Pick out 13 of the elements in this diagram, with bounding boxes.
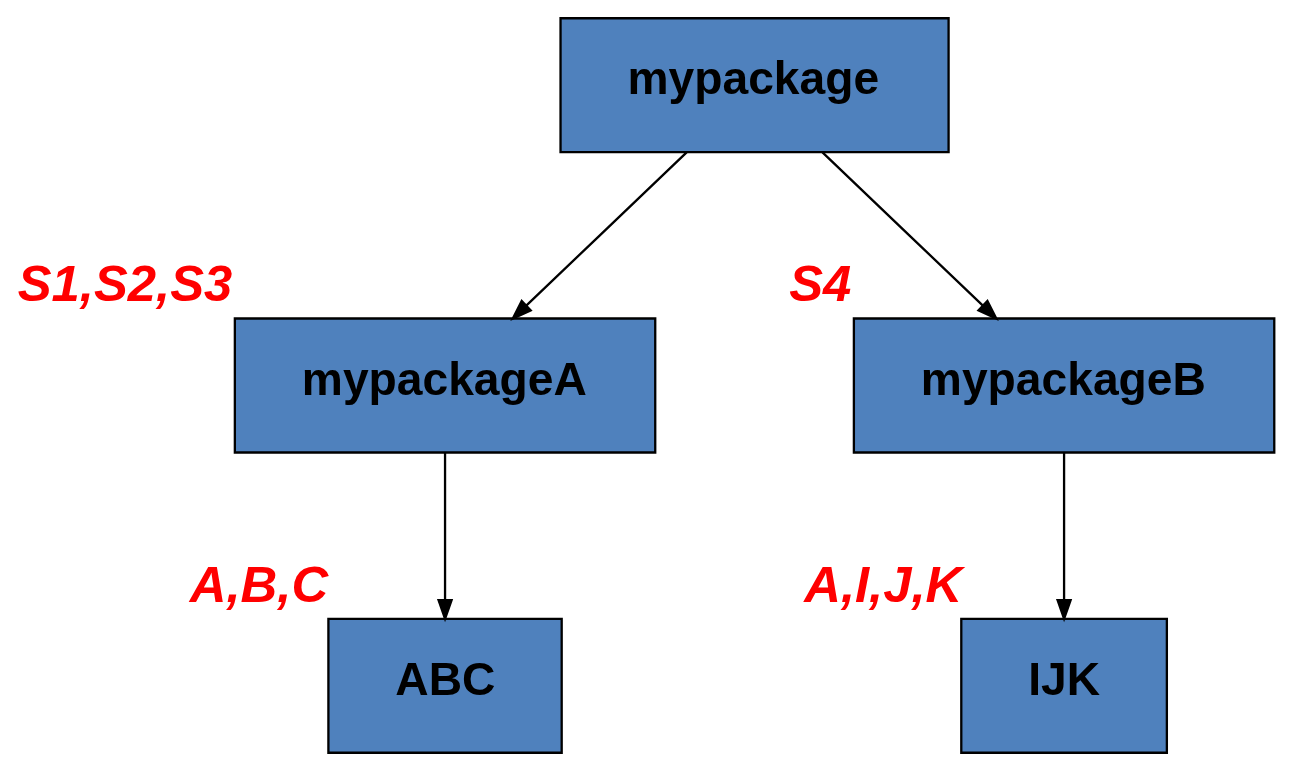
node-box: ABC: [327, 617, 563, 754]
node-label: S1,S2,S3: [17, 255, 233, 313]
arrow: [821, 151, 999, 321]
node-label: A,B,C: [189, 555, 329, 613]
arrow: [1056, 452, 1073, 623]
arrow: [510, 151, 688, 321]
node-box: mypackageA: [233, 317, 657, 454]
node-box: mypackageB: [852, 317, 1276, 454]
node-box: IJK: [960, 617, 1168, 754]
node-box: mypackage: [559, 17, 950, 154]
arrow: [436, 452, 454, 623]
node-label: A,I,J,K: [804, 555, 963, 613]
node-label: S4: [789, 255, 852, 313]
